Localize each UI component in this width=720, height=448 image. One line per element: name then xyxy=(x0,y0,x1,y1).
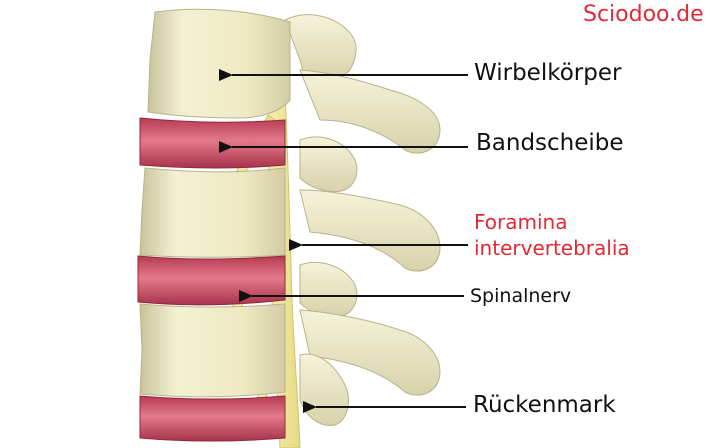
middle-vertebra-processes xyxy=(299,136,441,272)
disc-middle xyxy=(137,255,286,306)
label-wirbelkoerper: Wirbelkörper xyxy=(474,60,622,86)
pointer-arrows xyxy=(219,69,468,413)
label-bandscheibe: Bandscheibe xyxy=(476,130,624,156)
vertebral-body-upper xyxy=(147,8,291,119)
label-rueckenmark: Rückenmark xyxy=(473,392,616,418)
vertebral-body-lower xyxy=(139,303,286,398)
disc-upper xyxy=(139,117,286,169)
label-foramina-intervertebralia: Foramina intervertebralia xyxy=(474,209,630,261)
lower-vertebra-processes xyxy=(299,262,441,426)
disc-lower xyxy=(139,395,286,442)
label-foramina-line1: Foramina xyxy=(474,210,568,234)
watermark: Sciodoo.de xyxy=(583,2,704,27)
label-spinalnerv: Spinalnerv xyxy=(470,285,572,307)
upper-vertebra-processes xyxy=(284,14,441,154)
vertebral-body-middle xyxy=(139,167,286,258)
label-foramina-line2: intervertebralia xyxy=(474,236,630,260)
